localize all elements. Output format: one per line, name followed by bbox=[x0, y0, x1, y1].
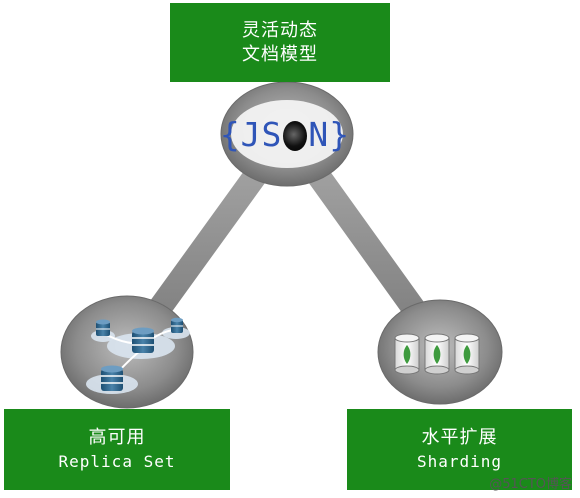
json-logo-o-icon bbox=[283, 121, 308, 151]
replica-set-databases-icon bbox=[86, 317, 190, 394]
node-bottom-right-line2: Sharding bbox=[416, 451, 503, 471]
node-bottom-right-line1: 水平扩展 bbox=[421, 426, 498, 448]
node-bottom-left-line2: Replica Set bbox=[58, 451, 176, 471]
node-label-bottom-left: 高可用 Replica Set bbox=[4, 409, 230, 490]
node-top-line1: 灵活动态 bbox=[242, 19, 318, 41]
watermark: @51CTO博客 bbox=[489, 477, 572, 492]
shard-cylinders-icon bbox=[394, 333, 480, 375]
node-label-bottom-right: 水平扩展 Sharding bbox=[347, 409, 572, 490]
json-logo-suffix: N} bbox=[308, 114, 351, 154]
json-logo-prefix: {JS bbox=[219, 114, 283, 154]
node-label-top: 灵活动态 文档模型 bbox=[170, 3, 390, 82]
json-logo: {JS N} bbox=[215, 112, 355, 156]
node-top-line2: 文档模型 bbox=[242, 43, 318, 65]
node-bottom-left-line1: 高可用 bbox=[88, 426, 146, 448]
